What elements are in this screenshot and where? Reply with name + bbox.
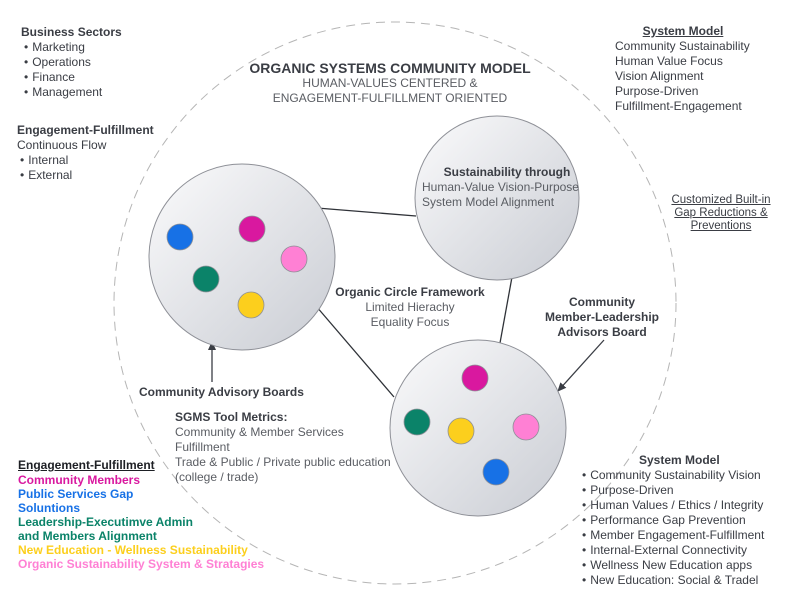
system-model-item: Performance Gap Prevention xyxy=(582,513,764,528)
legend-heading: Engagement-Fulfillment xyxy=(18,458,155,472)
flow-item: Internal xyxy=(17,153,154,168)
connector-left-top xyxy=(316,207,417,217)
sustainability-circle xyxy=(414,115,580,281)
leadership-board-line: Community xyxy=(569,295,635,309)
member-dot-blue xyxy=(482,458,510,486)
engagement-flow-heading: Engagement-Fulfillment xyxy=(17,123,154,137)
system-model-bottom: System Model Community Sustainability Vi… xyxy=(582,453,764,588)
system-model-item: Community Sustainability xyxy=(615,39,750,53)
sgms-line: Fulfillment xyxy=(175,440,230,454)
diagram-title-block: ORGANIC SYSTEMS COMMUNITY MODEL HUMAN-VA… xyxy=(240,60,540,106)
community-circle-left xyxy=(148,163,336,351)
community-circle-bottom xyxy=(389,339,567,517)
system-model-item: Community Sustainability Vision xyxy=(582,468,764,483)
system-model-item: Vision Alignment xyxy=(615,69,704,83)
system-model-item: Human Values / Ethics / Integrity xyxy=(582,498,764,513)
diagram-subtitle-2: ENGAGEMENT-FULFILLMENT ORIENTED xyxy=(272,91,508,105)
gap-reductions-note: Customized Built-in Gap Reductions & Pre… xyxy=(664,194,778,233)
gap-note-line: Customized Built-in xyxy=(671,194,771,206)
legend-item-yellow: New Education - Wellness Sustainability xyxy=(18,543,248,557)
leadership-board-arrow xyxy=(557,339,605,392)
sector-item: Marketing xyxy=(21,40,122,55)
legend-item-blue-cont: Soluntions xyxy=(18,501,80,515)
system-model-item: Human Value Focus xyxy=(615,54,723,68)
legend-item-blue: Public Services Gap xyxy=(18,487,134,501)
system-model-top-heading: System Model xyxy=(642,24,724,38)
color-legend: Engagement-Fulfillment Community Members… xyxy=(18,458,264,571)
system-model-bottom-heading: System Model xyxy=(639,453,720,467)
system-model-item: Purpose-Driven xyxy=(615,84,699,98)
leadership-board-line: Advisors Board xyxy=(557,325,647,339)
legend-item-magenta: Community Members xyxy=(18,473,141,487)
business-sectors-heading: Business Sectors xyxy=(21,25,122,39)
legend-item-teal: Leadership-Executimve Admin xyxy=(18,515,193,529)
system-model-item: Member Engagement-Fulfillment xyxy=(582,528,764,543)
diagram-title: ORGANIC SYSTEMS COMMUNITY MODEL xyxy=(249,60,531,76)
sustainability-line: Human-Value Vision-Purpose xyxy=(422,180,579,194)
system-model-item: Fulfillment-Engagement xyxy=(615,99,742,113)
member-dot-magenta xyxy=(238,215,266,243)
gap-note-line: Gap Reductions & xyxy=(674,207,768,219)
engagement-flow-subheading: Continuous Flow xyxy=(17,138,107,152)
member-dot-teal xyxy=(192,265,220,293)
leadership-board-line: Member-Leadership xyxy=(544,310,660,324)
outer-boundary-circle xyxy=(113,21,677,585)
connector-left-bottom xyxy=(315,305,395,398)
framework-heading: Organic Circle Framework xyxy=(335,285,485,299)
sector-item: Management xyxy=(21,85,122,100)
legend-item-teal-cont: and Members Alignment xyxy=(18,529,157,543)
leadership-board-label: Community Member-Leadership Advisors Boa… xyxy=(540,295,664,340)
member-dot-pink xyxy=(280,245,308,273)
member-dot-magenta xyxy=(461,364,489,392)
sector-item: Finance xyxy=(21,70,122,85)
system-model-item: New Education: Social & Tradel xyxy=(582,573,764,588)
system-model-item: Internal-External Connectivity xyxy=(582,543,764,558)
legend-item-pink: Organic Sustainability System & Stratagi… xyxy=(18,557,265,571)
sector-item: Operations xyxy=(21,55,122,70)
member-dot-yellow xyxy=(447,417,475,445)
system-model-top: System Model Community Sustainability Hu… xyxy=(615,24,751,114)
sgms-line: (college / trade) xyxy=(175,470,259,484)
member-dot-teal xyxy=(403,408,431,436)
business-sectors: Business Sectors Marketing Operations Fi… xyxy=(21,25,122,100)
diagram-subtitle-1: HUMAN-VALUES CENTERED & xyxy=(302,76,478,90)
gap-note-line: Preventions xyxy=(690,220,752,232)
sgms-line: Trade & Public / Private public educatio… xyxy=(175,455,391,469)
advisory-boards-label: Community Advisory Boards xyxy=(139,385,304,399)
sustainability-circle-text: Sustainability through Human-Value Visio… xyxy=(422,165,579,210)
member-dot-yellow xyxy=(237,291,265,319)
framework-line: Limited Hierachy xyxy=(365,300,455,314)
connector-top-bottom xyxy=(499,276,513,344)
engagement-flow: Engagement-Fulfillment Continuous Flow I… xyxy=(17,123,154,183)
sgms-line: Community & Member Services xyxy=(175,425,344,439)
member-dot-pink xyxy=(512,413,540,441)
member-dot-blue xyxy=(166,223,194,251)
system-model-item: Wellness New Education apps xyxy=(582,558,764,573)
system-model-item: Purpose-Driven xyxy=(582,483,764,498)
sustainability-heading: Sustainability through xyxy=(443,165,571,179)
framework-text: Organic Circle Framework Limited Hierach… xyxy=(330,285,490,330)
sgms-heading: SGMS Tool Metrics: xyxy=(175,410,288,424)
sgms-metrics: SGMS Tool Metrics: Community & Member Se… xyxy=(175,410,391,485)
flow-item: External xyxy=(17,168,154,183)
sustainability-line: System Model Alignment xyxy=(422,195,555,209)
framework-line: Equality Focus xyxy=(370,315,450,329)
